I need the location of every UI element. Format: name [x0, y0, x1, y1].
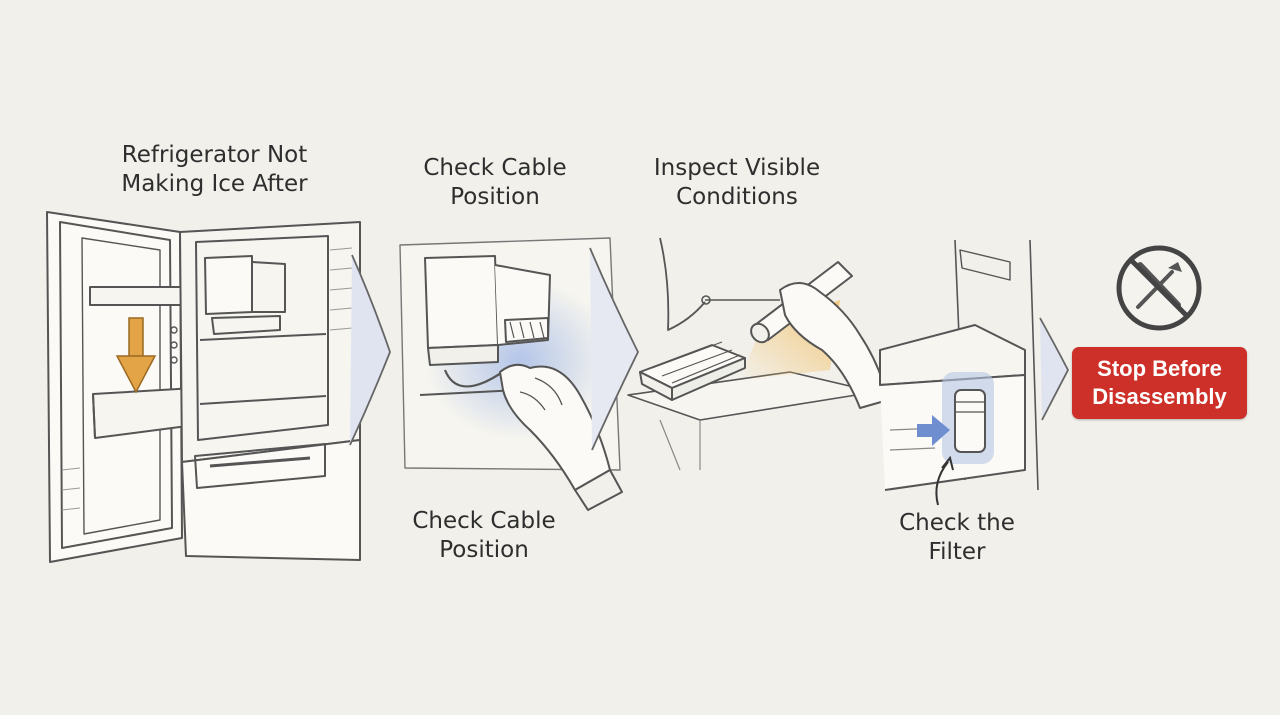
step-label-check-the-filter: Check the Filter — [877, 509, 1037, 567]
step-label-line: Position — [450, 184, 540, 210]
pointer-arrowhead-icon — [941, 455, 954, 471]
chevron-right-icon — [349, 254, 391, 446]
step-label-line: Inspect Visible — [653, 155, 821, 181]
stop-before-disassembly-badge: Stop Before Disassembly — [1072, 347, 1247, 419]
water-filter-illustration — [879, 239, 1039, 491]
step-label-inspect-visible-conditions: Inspect Visible Conditions — [632, 154, 842, 212]
stop-badge-line: Disassembly — [1092, 384, 1227, 409]
ice-tray-flashlight-illustration — [627, 237, 889, 471]
step-label-line: Check the — [899, 510, 1015, 536]
step-label-check-cable-position-top: Check Cable Position — [400, 154, 590, 212]
ice-maker-cable-illustration — [399, 237, 623, 511]
step-label-line: Filter — [928, 539, 986, 565]
step-label-line: Position — [439, 537, 529, 563]
step-label-line: Check Cable — [423, 155, 567, 181]
step-label-line: Refrigerator Not — [121, 142, 308, 168]
right-arrow-icon — [917, 415, 950, 446]
no-tools-icon — [1116, 245, 1202, 331]
stop-badge-line: Stop Before — [1097, 356, 1222, 381]
down-arrow-icon — [115, 317, 157, 394]
step-label-line: Conditions — [676, 184, 798, 210]
curved-pointer-icon — [935, 461, 949, 506]
chevron-right-icon — [589, 247, 640, 451]
chevron-right-icon — [1039, 317, 1070, 421]
step-label-refrigerator-not-making-ice: Refrigerator Not Making Ice After — [97, 141, 332, 199]
refrigerator-open-illustration — [46, 211, 361, 563]
step-label-line: Check Cable — [412, 508, 556, 534]
step-label-check-cable-position-bottom: Check Cable Position — [389, 507, 579, 565]
step-label-line: Making Ice After — [121, 171, 308, 197]
